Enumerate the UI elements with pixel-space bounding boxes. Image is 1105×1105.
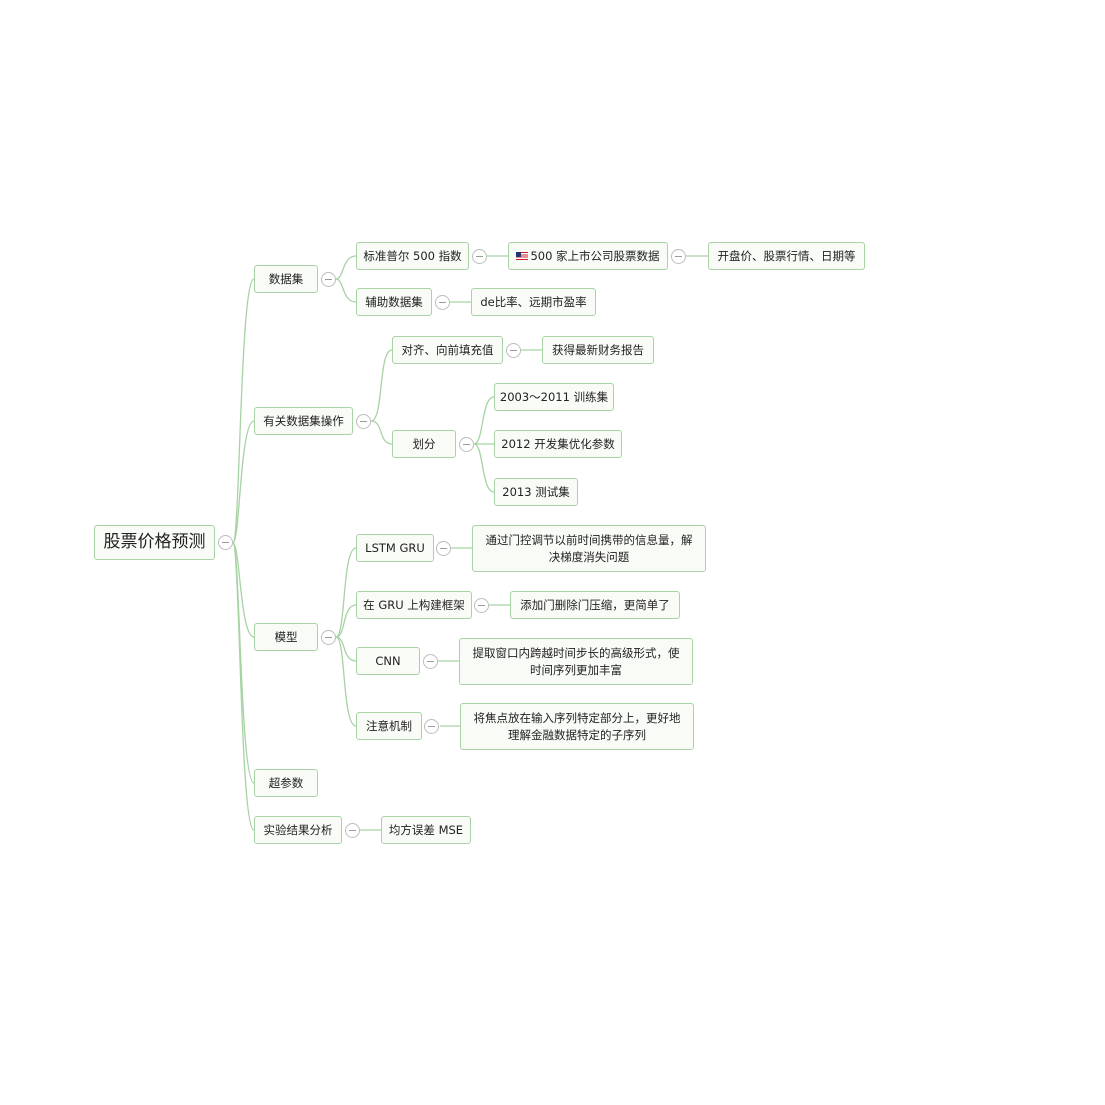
node-split[interactable]: 划分 xyxy=(392,430,456,458)
node-lstm-gru[interactable]: LSTM GRU xyxy=(356,534,434,562)
node-train-set-label: 2003～2011 训练集 xyxy=(499,389,609,404)
collapse-toggle-cnn[interactable] xyxy=(423,654,438,669)
us-flag-icon xyxy=(516,252,529,260)
node-results-label: 实验结果分析 xyxy=(263,822,333,837)
node-test-set[interactable]: 2013 测试集 xyxy=(494,478,578,506)
node-hyperparams[interactable]: 超参数 xyxy=(254,769,318,797)
connector-model-lstm xyxy=(335,547,357,638)
node-lstm-gru-desc[interactable]: 通过门控调节以前时间携带的信息量，解决梯度消失问题 xyxy=(472,525,706,572)
collapse-toggle-model[interactable] xyxy=(321,630,336,645)
node-latest-report-label: 获得最新财务报告 xyxy=(552,342,644,357)
node-attention[interactable]: 注意机制 xyxy=(356,712,422,740)
node-dev-set-label: 2012 开发集优化参数 xyxy=(501,436,615,451)
node-gru-framework-desc[interactable]: 添加门删除门压缩，更简单了 xyxy=(510,591,680,619)
node-gru-framework[interactable]: 在 GRU 上构建框架 xyxy=(356,591,472,619)
node-cnn-desc[interactable]: 提取窗口内跨越时间步长的高级形式，使时间序列更加丰富 xyxy=(459,638,693,685)
node-test-set-label: 2013 测试集 xyxy=(502,484,570,499)
connector-model-gru xyxy=(335,604,357,638)
connector-root-model xyxy=(232,542,255,638)
connector-root-results xyxy=(232,542,255,831)
node-model[interactable]: 模型 xyxy=(254,623,318,651)
node-aux-dataset[interactable]: 辅助数据集 xyxy=(356,288,432,316)
node-sp500[interactable]: 标准普尔 500 指数 xyxy=(356,242,469,270)
connector-split-test xyxy=(473,443,495,493)
node-train-set[interactable]: 2003～2011 训练集 xyxy=(494,383,614,411)
connector-ops-split xyxy=(370,420,393,445)
node-mse-label: 均方误差 MSE xyxy=(388,822,464,837)
node-companies-label: 500 家上市公司股票数据 xyxy=(530,248,660,263)
node-price-fields-label: 开盘价、股票行情、日期等 xyxy=(717,248,856,263)
node-mse[interactable]: 均方误差 MSE xyxy=(381,816,471,844)
node-lstm-gru-label: LSTM GRU xyxy=(365,540,425,555)
connector-root-ops xyxy=(232,420,255,544)
connector-dataset-sp500 xyxy=(335,255,357,280)
node-attention-desc-label: 将焦点放在输入序列特定部分上，更好地理解金融数据特定的子序列 xyxy=(473,710,681,742)
node-dev-set[interactable]: 2012 开发集优化参数 xyxy=(494,430,622,458)
root-label: 股票价格预测 xyxy=(103,532,206,552)
node-price-fields[interactable]: 开盘价、股票行情、日期等 xyxy=(708,242,865,270)
collapse-toggle-dataset-ops[interactable] xyxy=(356,414,371,429)
collapse-toggle-sp500[interactable] xyxy=(472,249,487,264)
connector-model-attention xyxy=(335,636,357,727)
node-model-label: 模型 xyxy=(274,629,298,644)
node-align-fill-label: 对齐、向前填充值 xyxy=(401,342,494,357)
collapse-toggle-aux-dataset[interactable] xyxy=(435,295,450,310)
node-de-ratio-label: de比率、远期市盈率 xyxy=(480,294,587,309)
node-align-fill[interactable]: 对齐、向前填充值 xyxy=(392,336,503,364)
node-cnn-label: CNN xyxy=(375,653,401,668)
node-dataset[interactable]: 数据集 xyxy=(254,265,318,293)
node-de-ratio[interactable]: de比率、远期市盈率 xyxy=(471,288,596,316)
node-cnn[interactable]: CNN xyxy=(356,647,420,675)
node-dataset-ops-label: 有关数据集操作 xyxy=(263,413,344,428)
node-aux-dataset-label: 辅助数据集 xyxy=(365,294,423,309)
node-gru-framework-label: 在 GRU 上构建框架 xyxy=(363,597,465,612)
node-attention-desc[interactable]: 将焦点放在输入序列特定部分上，更好地理解金融数据特定的子序列 xyxy=(460,703,694,750)
node-dataset-ops[interactable]: 有关数据集操作 xyxy=(254,407,353,435)
collapse-toggle-align-fill[interactable] xyxy=(506,343,521,358)
connector-root-dataset xyxy=(232,278,255,544)
collapse-toggle-results[interactable] xyxy=(345,823,360,838)
node-attention-label: 注意机制 xyxy=(366,718,412,733)
collapse-toggle-attention[interactable] xyxy=(424,719,439,734)
connector-dataset-aux xyxy=(335,278,357,303)
collapse-toggle-gru-framework[interactable] xyxy=(474,598,489,613)
root-node[interactable]: 股票价格预测 xyxy=(94,525,215,560)
node-latest-report[interactable]: 获得最新财务报告 xyxy=(542,336,654,364)
node-lstm-gru-desc-label: 通过门控调节以前时间携带的信息量，解决梯度消失问题 xyxy=(485,532,693,564)
node-dataset-label: 数据集 xyxy=(268,271,304,286)
node-split-label: 划分 xyxy=(412,436,436,451)
connector-ops-align xyxy=(370,349,393,422)
node-hyperparams-label: 超参数 xyxy=(268,775,304,790)
node-cnn-desc-label: 提取窗口内跨越时间步长的高级形式，使时间序列更加丰富 xyxy=(472,645,680,677)
collapse-toggle-split[interactable] xyxy=(459,437,474,452)
collapse-toggle-root[interactable] xyxy=(218,535,233,550)
node-companies[interactable]: 500 家上市公司股票数据 xyxy=(508,242,668,270)
connector-split-train xyxy=(473,396,495,445)
node-gru-framework-desc-label: 添加门删除门压缩，更简单了 xyxy=(520,597,670,612)
collapse-toggle-companies[interactable] xyxy=(671,249,686,264)
collapse-toggle-dataset[interactable] xyxy=(321,272,336,287)
collapse-toggle-lstm-gru[interactable] xyxy=(436,541,451,556)
node-results[interactable]: 实验结果分析 xyxy=(254,816,342,844)
node-sp500-label: 标准普尔 500 指数 xyxy=(363,248,462,263)
